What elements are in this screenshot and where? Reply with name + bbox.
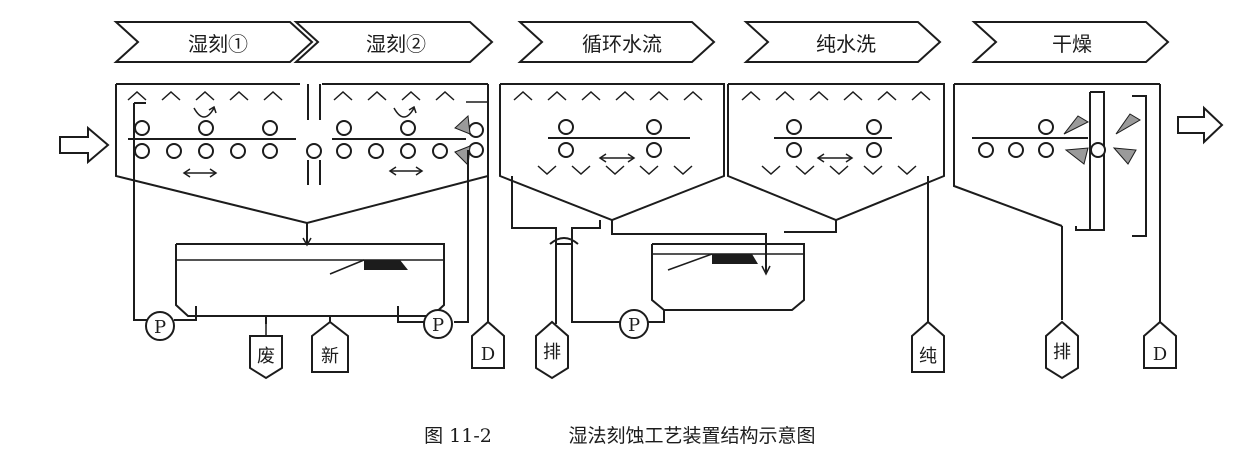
- flow-arrow-1: [193, 107, 215, 118]
- pump-2: P: [423, 309, 453, 339]
- figure-number: 图 11-2: [424, 425, 492, 447]
- inlet-arrow-icon: [59, 125, 110, 165]
- drain-label-2: 排: [1053, 342, 1071, 363]
- pump-3-label: P: [628, 315, 640, 336]
- drain-container-2: 排: [1045, 320, 1079, 380]
- stage-label-drying: 干燥: [1052, 32, 1092, 56]
- stage-banner-wet-etch-1: 湿刻①: [113, 21, 314, 63]
- pump-1-label: P: [154, 317, 166, 338]
- drain-d-container-2: D: [1143, 320, 1177, 369]
- spray-nozzles-4-bottom: [761, 165, 917, 176]
- oscillation-arrow-2: [388, 166, 424, 176]
- drain-d-container-1: D: [471, 320, 505, 369]
- spray-nozzles-4: [741, 90, 931, 101]
- pump-1: P: [145, 311, 175, 341]
- oscillation-arrow-1: [182, 168, 218, 178]
- stage-label-pure-water-wash: 纯水洗: [816, 32, 876, 56]
- stage-label-circulating-water: 循环水流: [582, 32, 662, 56]
- chamber-pure-water-wash: [727, 83, 945, 322]
- new-label: 新: [321, 346, 339, 367]
- figure-title: 湿法刻蚀工艺装置结构示意图: [568, 425, 815, 447]
- stage-banner-wet-etch-2: 湿刻②: [293, 21, 494, 63]
- spray-nozzles-3-bottom: [537, 165, 693, 176]
- spray-nozzles-2: [333, 90, 455, 101]
- circulating-tank: [611, 220, 805, 323]
- chamber-circulating-water: [499, 83, 725, 324]
- waste-container: 废: [249, 324, 283, 380]
- pump-3: P: [619, 309, 649, 339]
- etch-tank: [133, 102, 489, 324]
- waste-label: 废: [257, 346, 275, 367]
- oscillation-arrow-3: [598, 153, 636, 163]
- oscillation-arrow-4: [816, 153, 854, 163]
- chamber-drying: [953, 83, 1161, 322]
- chamber-wet-etch: [115, 83, 489, 225]
- stage-banner-circulating-water: 循环水流: [517, 21, 716, 63]
- flow-arrow-2: [393, 107, 415, 118]
- pure-water-label: 纯: [919, 346, 937, 367]
- spray-nozzles-3: [513, 90, 703, 101]
- drain-d-label-2: D: [1153, 344, 1167, 365]
- drain-container-1: 排: [535, 320, 569, 380]
- drain-d-label-1: D: [481, 344, 495, 365]
- pure-water-container: 纯: [911, 320, 945, 373]
- drain-label-1: 排: [543, 342, 561, 363]
- stage-label-wet-etch-2: 湿刻②: [366, 32, 426, 56]
- stage-label-wet-etch-1: 湿刻①: [188, 32, 248, 56]
- stage-banner-pure-water-wash: 纯水洗: [743, 21, 942, 63]
- spray-nozzles-1: [127, 90, 283, 101]
- pump-2-label: P: [432, 315, 444, 336]
- new-container: 新: [311, 320, 349, 373]
- outlet-arrow-icon: [1177, 105, 1224, 145]
- stage-banner-drying: 干燥: [971, 21, 1170, 63]
